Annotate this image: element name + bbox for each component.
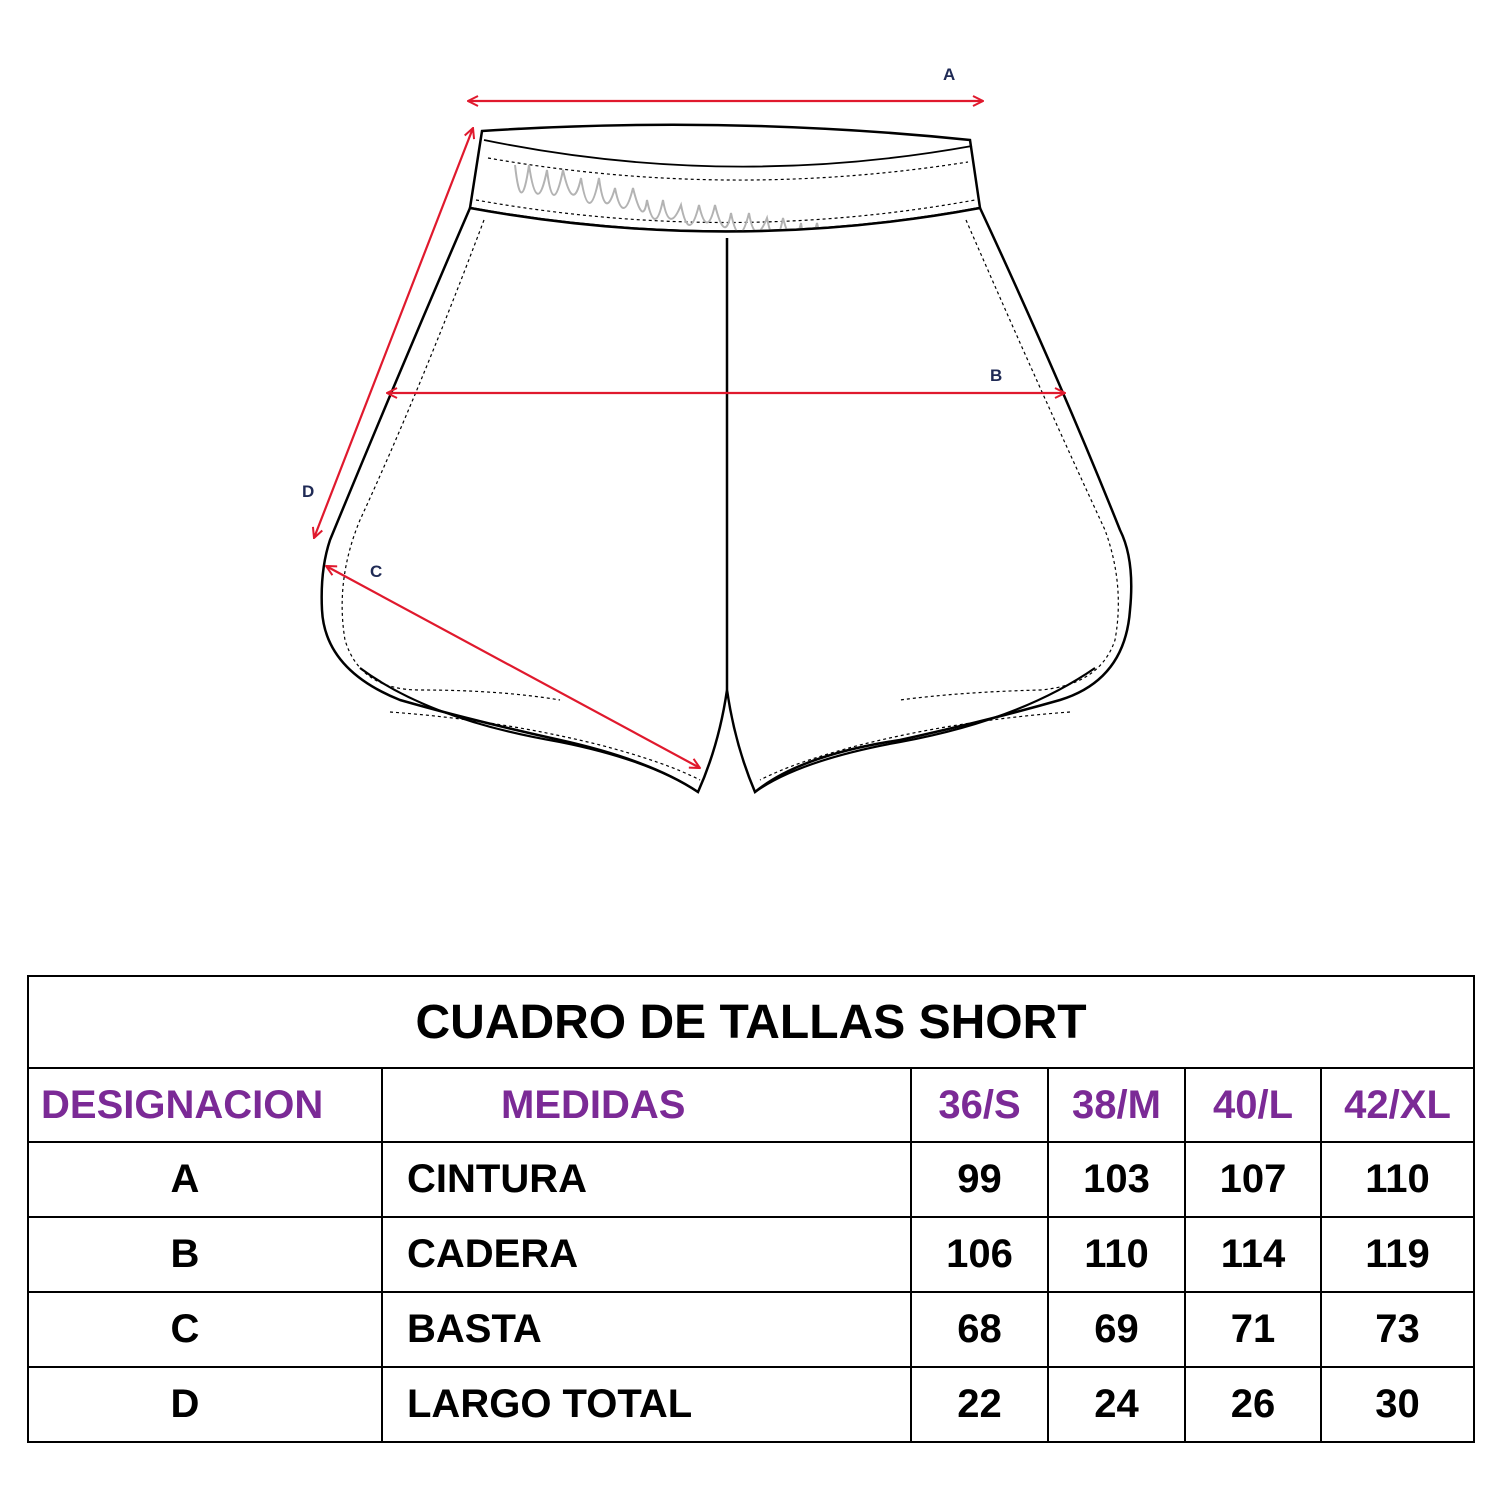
row-value: 114 (1184, 1216, 1322, 1293)
row-value: 106 (910, 1216, 1049, 1293)
row-code: A (27, 1141, 383, 1218)
table-row: B CADERA 106 110 114 119 (27, 1216, 1476, 1293)
header-size-40l: 40/L (1184, 1067, 1322, 1143)
row-value: 110 (1047, 1216, 1186, 1293)
row-value: 22 (910, 1366, 1049, 1443)
arrow-c-hem (326, 566, 700, 768)
header-size-36s: 36/S (910, 1067, 1049, 1143)
row-value: 107 (1184, 1141, 1322, 1218)
table-row: A CINTURA 99 103 107 110 (27, 1141, 1476, 1218)
table-row: D LARGO TOTAL 22 24 26 30 (27, 1366, 1476, 1443)
waistband-stitch-bottom (475, 199, 976, 224)
table-header-row: DESIGNACION MEDIDAS 36/S 38/M 40/L 42/XL (27, 1067, 1476, 1143)
waistband-stitch-top (487, 157, 969, 181)
row-measure: CADERA (381, 1216, 912, 1293)
right-hem-stitch (759, 711, 1071, 781)
row-value: 30 (1319, 1366, 1476, 1443)
row-value: 103 (1047, 1141, 1186, 1218)
table-title-row: CUADRO DE TALLAS SHORT (26, 975, 1476, 1069)
header-designation: DESIGNACION (27, 1067, 383, 1143)
row-value: 99 (910, 1141, 1049, 1218)
label-d: D (302, 482, 314, 501)
row-value: 71 (1184, 1291, 1322, 1368)
label-a: A (943, 65, 955, 84)
header-size-38m: 38/M (1047, 1067, 1186, 1143)
table-title: CUADRO DE TALLAS SHORT (26, 975, 1476, 1069)
row-value: 119 (1319, 1216, 1476, 1293)
row-value: 73 (1319, 1291, 1476, 1368)
row-measure: BASTA (381, 1291, 912, 1368)
right-side-stitch (899, 219, 1119, 701)
row-value: 68 (910, 1291, 1049, 1368)
label-c: C (370, 562, 382, 581)
row-value: 24 (1047, 1366, 1186, 1443)
row-code: B (27, 1216, 383, 1293)
waistband-outline (468, 123, 982, 233)
row-value: 69 (1047, 1291, 1186, 1368)
row-code: C (27, 1291, 383, 1368)
header-measures: MEDIDAS (381, 1067, 912, 1143)
row-value: 26 (1184, 1366, 1322, 1443)
arrow-d-length (314, 128, 473, 538)
row-measure: LARGO TOTAL (381, 1366, 912, 1443)
right-hem-line (754, 667, 1096, 793)
row-value: 110 (1319, 1141, 1476, 1218)
size-chart-table: CUADRO DE TALLAS SHORT DESIGNACION MEDID… (26, 975, 1476, 1443)
table-row: C BASTA 68 69 71 73 (27, 1291, 1476, 1368)
shorts-technical-drawing: A B C D (302, 65, 1133, 795)
header-size-42xl: 42/XL (1319, 1067, 1476, 1143)
waistband-inner-edge (483, 139, 973, 168)
row-code: D (27, 1366, 383, 1443)
row-measure: CINTURA (381, 1141, 912, 1218)
label-b: B (990, 366, 1002, 385)
